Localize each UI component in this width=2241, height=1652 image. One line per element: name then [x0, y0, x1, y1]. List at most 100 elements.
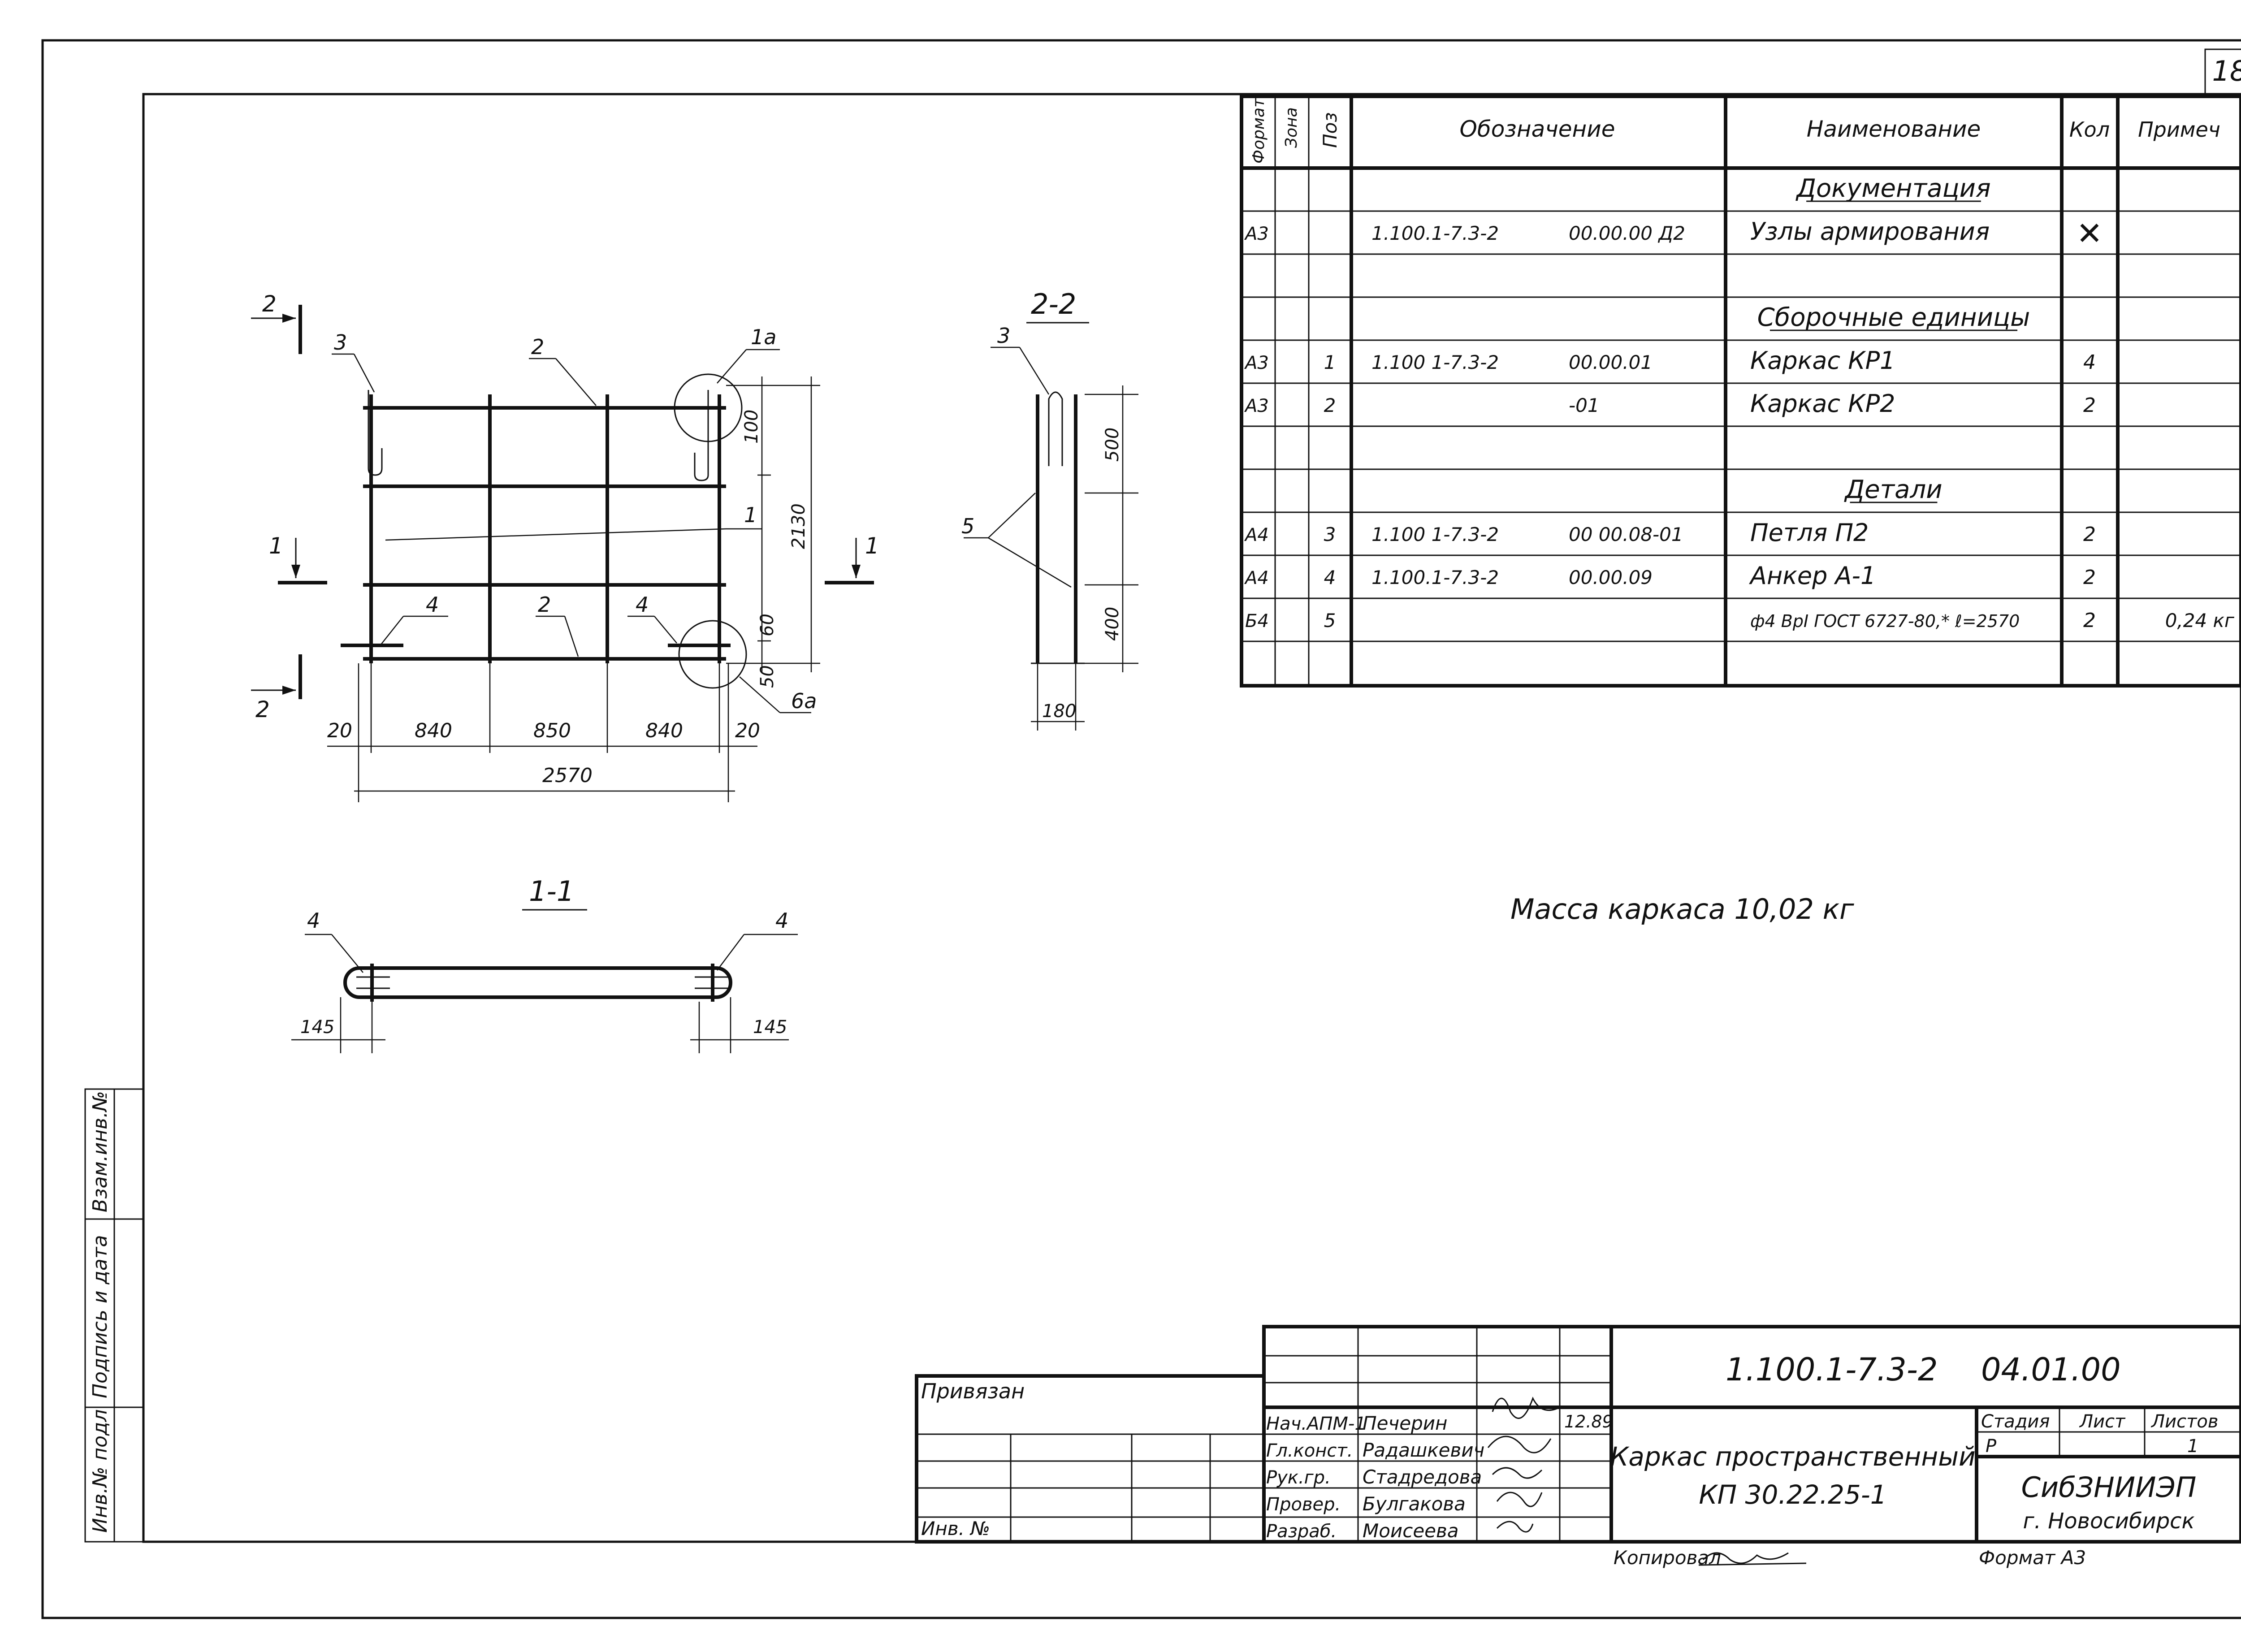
section-2-2-title: 2-2	[1031, 288, 1076, 320]
spec-cell-designation2: 00.00.09	[1569, 567, 1653, 588]
sheet-number-box	[2204, 48, 2241, 95]
spec-cell-name: Каркас КР2	[1750, 389, 1895, 418]
svg-text:840: 840	[645, 719, 683, 742]
spec-cell-name: Детали	[1843, 475, 1942, 504]
outer-border	[41, 39, 2241, 1619]
svg-text:20: 20	[327, 719, 352, 742]
spec-cell-pos: 2	[1324, 394, 1336, 416]
svg-text:2: 2	[255, 696, 270, 722]
spec-cell-format: Б4	[1245, 611, 1269, 631]
svg-text:100: 100	[741, 410, 762, 444]
svg-text:60: 60	[757, 614, 778, 636]
spec-cell-name: Сборочные единицы	[1757, 303, 2030, 332]
svg-text:4: 4	[307, 908, 320, 933]
mass-note: Масса каркаса 10,02 кг	[1510, 893, 1854, 925]
svg-text:2: 2	[262, 291, 277, 317]
spec-cell-name: Анкер А-1	[1749, 562, 1876, 590]
tb-date: 12.89	[1564, 1412, 1613, 1431]
tb-sheets-label: Листов	[2150, 1411, 2218, 1432]
tb-role: Провер.	[1266, 1494, 1341, 1515]
spec-cell-pos: 3	[1324, 523, 1336, 545]
spec-cell-format: А3	[1244, 224, 1269, 244]
tb-person-name: Моисеева	[1363, 1520, 1459, 1542]
tb-role: Разраб.	[1266, 1521, 1337, 1542]
svg-text:2: 2	[531, 335, 544, 359]
spec-row: Сборочные единицы	[1757, 303, 2030, 332]
svg-text:3: 3	[334, 330, 347, 355]
signature-marks	[1487, 1397, 1560, 1533]
section-1-1-title: 1-1	[529, 875, 574, 908]
spec-table: Формат Зона Поз Обозначение Наименование…	[1240, 95, 2241, 688]
plan-view: 2 2 1 1 3 2 1а 1	[251, 291, 879, 802]
section-1-1: 1-1 4 4 145 145	[291, 875, 798, 1053]
svg-text:4: 4	[775, 908, 788, 933]
tb-code: 1.100.1-7.3-2	[1726, 1351, 1938, 1388]
spec-cell-designation2: -01	[1569, 394, 1600, 416]
loop-right	[694, 390, 709, 481]
spec-cell-pos: 5	[1324, 610, 1336, 631]
svg-text:2130: 2130	[788, 503, 809, 549]
tb-person-name: Стадредова	[1363, 1466, 1482, 1488]
spec-cell-qty: 4	[2083, 351, 2096, 374]
svg-text:3: 3	[997, 324, 1010, 348]
loop-left	[368, 390, 383, 476]
svg-text:5: 5	[961, 514, 974, 538]
svg-text:4: 4	[636, 592, 649, 617]
spec-header-qty: Кол	[2069, 117, 2110, 142]
spec-row: Детали	[1843, 475, 1942, 504]
tb-person-name: Печерин	[1363, 1412, 1448, 1434]
tb-code2: 04.01.00	[1981, 1351, 2121, 1388]
sheet-number: 18	[2212, 55, 2241, 87]
tb-person-name: Булгакова	[1363, 1493, 1466, 1515]
tb-role: Нач.АПМ-1	[1266, 1414, 1366, 1434]
svg-text:400: 400	[1102, 607, 1123, 641]
spec-cell-format: А3	[1244, 396, 1269, 416]
tb-role: Гл.конст.	[1266, 1440, 1353, 1461]
tb-stage: Р	[1986, 1436, 1997, 1457]
section-mark-2-top: 2	[251, 291, 302, 354]
spec-cell-designation: 1.100.1-7.3-2	[1371, 567, 1499, 588]
spec-cell-designation2: 00.00.00 Д2	[1569, 222, 1685, 244]
tb-title-line2: КП 30.22.25-1	[1699, 1479, 1886, 1510]
spec-cell-pos: 4	[1324, 567, 1336, 588]
svg-text:4: 4	[426, 592, 439, 617]
svg-text:1а: 1а	[751, 325, 776, 349]
tb-role: Рук.гр.	[1266, 1467, 1331, 1488]
detail-circle-6a	[678, 620, 747, 689]
spec-cell-format: А4	[1244, 525, 1269, 545]
tb-sheet-label: Лист	[2079, 1411, 2126, 1432]
spec-cell-name: Документация	[1795, 174, 1990, 203]
plan-callouts: 3 2 1а 1 4 2 4 6а	[332, 325, 817, 714]
spec-cell-qty: 2	[2083, 523, 2096, 546]
detail-circle-1a	[674, 373, 743, 442]
spec-header-note: Примеч	[2138, 117, 2220, 142]
svg-text:20: 20	[735, 719, 760, 742]
tb-city: г. Новосибирск	[2023, 1509, 2194, 1534]
strip-label-vzam: Взам.инв.№	[89, 1091, 112, 1212]
plan-dims-right: 100 2130 60 50	[726, 376, 820, 688]
spec-header-format: Формат	[1250, 98, 1268, 164]
spec-header-name: Наименование	[1807, 116, 1981, 142]
spec-cell-designation2: 00.00.01	[1569, 351, 1653, 373]
svg-text:850: 850	[533, 719, 571, 742]
section-mark-2-bottom: 2	[251, 654, 302, 722]
svg-text:145: 145	[753, 1017, 787, 1038]
svg-text:2570: 2570	[542, 764, 593, 787]
svg-text:180: 180	[1042, 701, 1076, 722]
copier-signature	[1698, 1552, 1807, 1566]
spec-cell-pos: 1	[1324, 351, 1336, 373]
section-mark-1-right: 1	[825, 533, 879, 584]
bound-label: Привязан	[921, 1379, 1025, 1403]
spec-cell-format: А3	[1244, 353, 1269, 373]
svg-text:1: 1	[744, 503, 757, 527]
spec-cell-designation: 1.100 1-7.3-2	[1371, 351, 1499, 373]
title-block: Привязан Инв. № Нач.АПМ-1ПечеринГл.конст…	[915, 1325, 2241, 1569]
spec-header-designation: Обозначение	[1460, 116, 1615, 142]
